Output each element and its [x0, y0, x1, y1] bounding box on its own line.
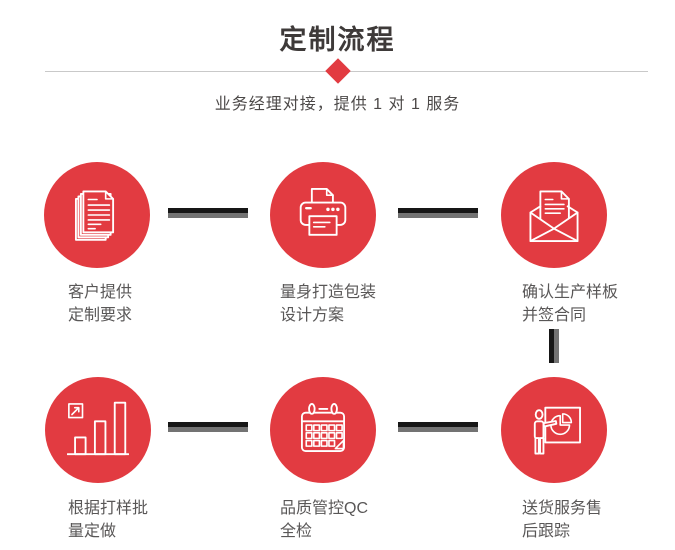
- step-circle-1: [44, 162, 150, 268]
- connector-step2-step3: [398, 208, 478, 218]
- printer-icon: [299, 188, 347, 236]
- step-circle-2: [270, 162, 376, 268]
- page-title: 定制流程: [279, 25, 396, 55]
- step-label-2: 量身打造包装 设计方案: [280, 284, 377, 324]
- documents-icon: [74, 190, 115, 241]
- step-circle-6: [501, 377, 607, 483]
- envelope-letter-icon: [529, 190, 579, 242]
- step-circle-5: [270, 377, 376, 483]
- connector-step4-step5: [168, 422, 248, 432]
- diamond-icon: [325, 58, 351, 84]
- step-circle-3: [501, 162, 607, 268]
- presentation-icon: [533, 406, 581, 455]
- connector-step3-step6: [549, 329, 559, 363]
- step-label-6: 送货服务售 后跟踪: [522, 500, 603, 540]
- bar-chart-icon: [67, 401, 129, 456]
- calendar-icon: [300, 403, 346, 453]
- step-label-1: 客户提供 定制要求: [68, 284, 133, 324]
- connector-step1-step2: [168, 208, 248, 218]
- step-label-4: 根据打样批 量定做: [68, 500, 149, 540]
- step-label-3: 确认生产样板 并签合同: [522, 284, 619, 324]
- page-subtitle: 业务经理对接，提供 1 对 1 服务: [214, 96, 461, 113]
- connector-step5-step6: [398, 422, 478, 432]
- step-label-5: 品质管控QC 全检: [280, 500, 369, 540]
- step-circle-4: [45, 377, 151, 483]
